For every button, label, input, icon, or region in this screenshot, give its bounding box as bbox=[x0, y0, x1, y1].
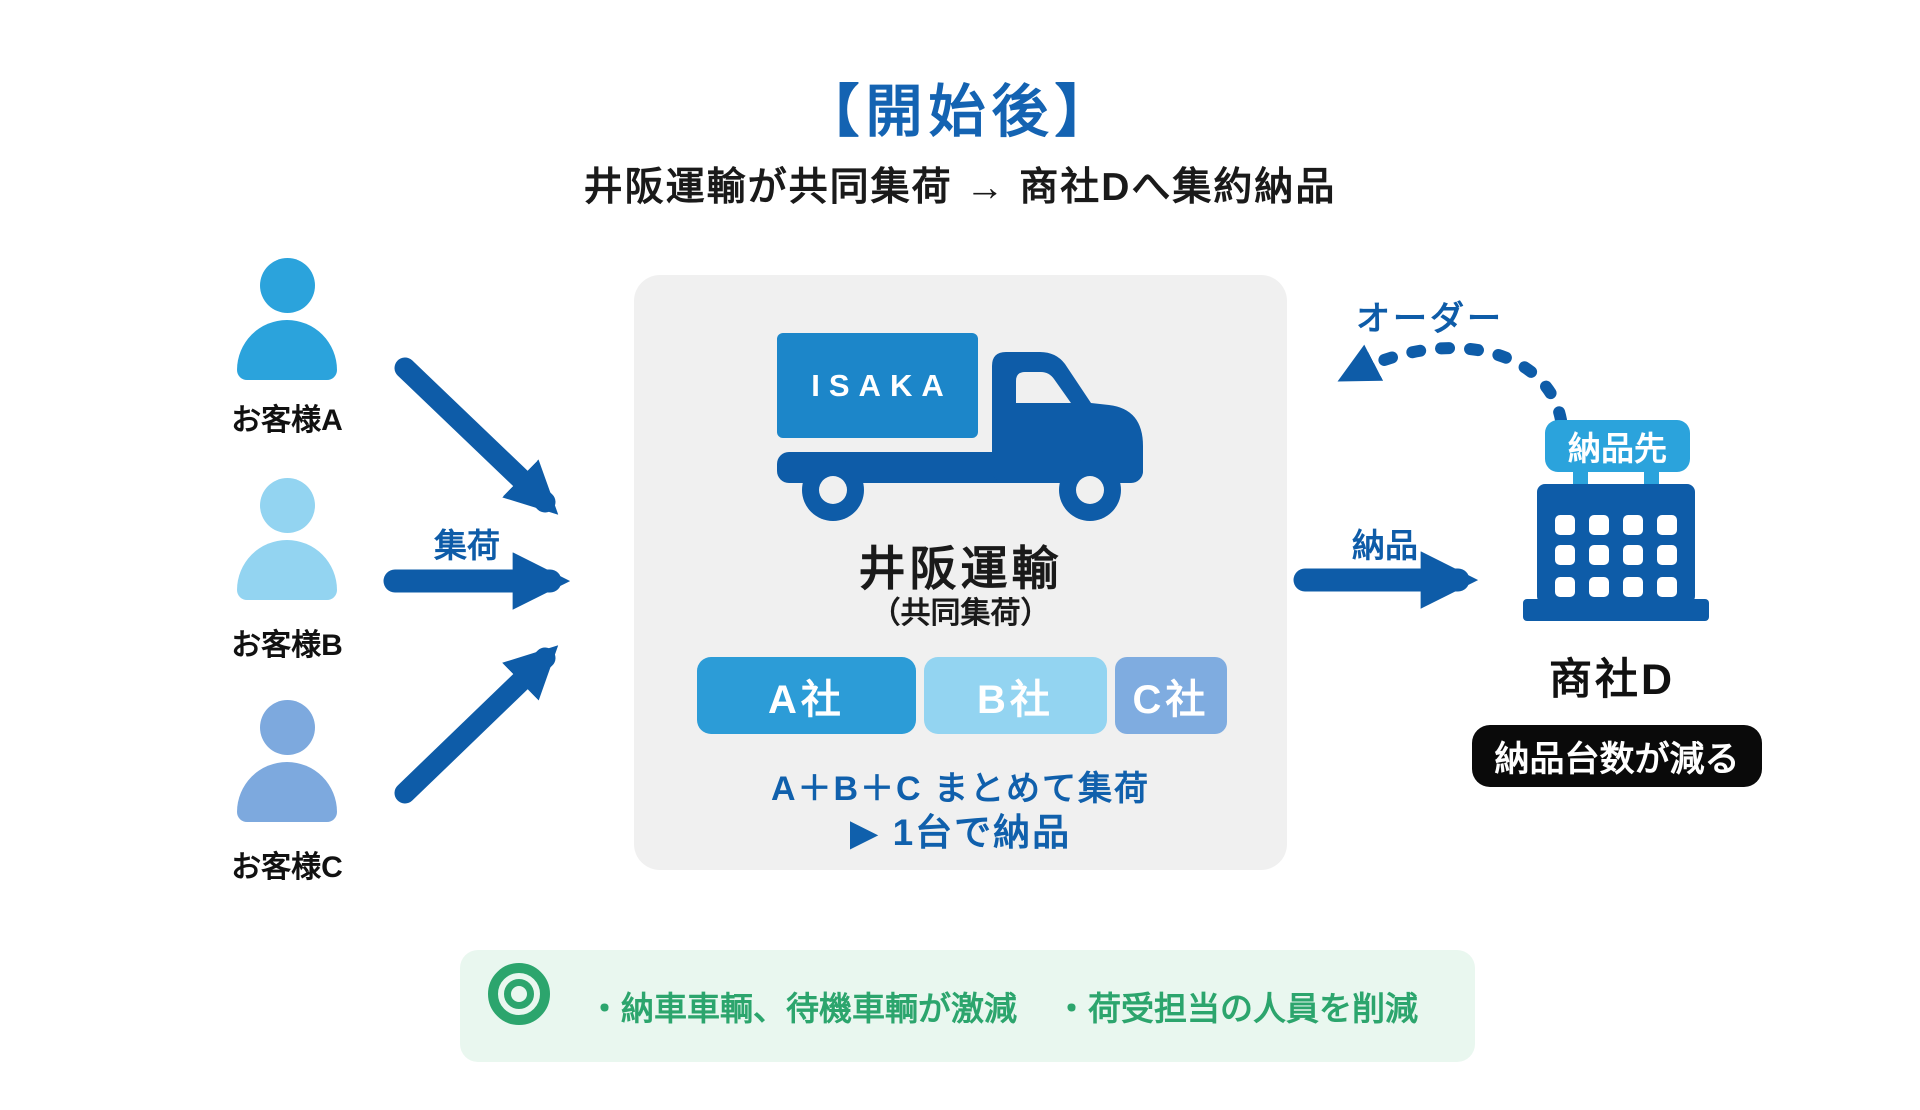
sign-board bbox=[1545, 420, 1690, 472]
hub-name: 井阪運輸 bbox=[858, 542, 1063, 595]
truck-icon bbox=[777, 333, 1143, 521]
benefit-item-1: ・納車車輌、待機車輌が激減 bbox=[588, 990, 1017, 1027]
company-chip-b: B社 bbox=[924, 657, 1107, 734]
benefit-item-2: ・荷受担当の人員を削減 bbox=[1055, 990, 1418, 1027]
customer-c-label: お客様C bbox=[231, 851, 343, 884]
hub-note-line2: ▶ 1台で納品 bbox=[849, 812, 1072, 853]
destination-sign-label: 納品先 bbox=[1568, 430, 1667, 467]
customer-b-label: お客様B bbox=[231, 629, 343, 662]
truck-window bbox=[1016, 372, 1071, 403]
hub-note-line1: A＋B＋C まとめて集荷 bbox=[770, 770, 1151, 808]
arrow-icon-from-c bbox=[394, 645, 559, 804]
person-head bbox=[259, 700, 315, 755]
pickup-arrow-label: 集荷 bbox=[434, 527, 500, 564]
person-icon-customer-b bbox=[237, 478, 337, 600]
person-head bbox=[259, 478, 315, 533]
company-chip-a-label: A社 bbox=[768, 677, 845, 722]
building-base bbox=[1523, 599, 1709, 621]
building-windows bbox=[1555, 515, 1677, 597]
status-badge-label: 納品台数が減る bbox=[1494, 739, 1740, 779]
truck-cargo-box bbox=[777, 333, 978, 438]
double-circle-icon-inner bbox=[504, 979, 534, 1009]
company-chip-c: C社 bbox=[1115, 657, 1227, 734]
benefits-panel bbox=[460, 950, 1475, 1062]
page-title: 【開始後】 bbox=[802, 80, 1118, 144]
double-circle-icon bbox=[488, 963, 550, 1025]
arrow-icon-order-dashed bbox=[1337, 342, 1567, 426]
destination-name: 商社D bbox=[1548, 656, 1676, 704]
company-chip-c-label: C社 bbox=[1132, 677, 1210, 722]
building-icon bbox=[1523, 420, 1709, 621]
hub-subname: （共同集荷） bbox=[870, 597, 1051, 630]
benefits-text: ・納車車輌、待機車輌が激減 ・荷受担当の人員を削減 bbox=[588, 950, 1418, 1062]
person-head bbox=[259, 258, 315, 313]
page-subtitle: 井阪運輸が共同集荷 → 商社Dへ集約納品 bbox=[583, 166, 1337, 209]
company-chip-a: A社 bbox=[697, 657, 916, 734]
order-arrow-label: オーダー bbox=[1356, 300, 1504, 338]
pickup-arrows bbox=[383, 357, 571, 804]
building-body bbox=[1537, 484, 1695, 604]
delivery-arrow-label: 納品 bbox=[1352, 527, 1418, 564]
truck-logo: ISAKA bbox=[811, 367, 953, 403]
customer-a-label: お客様A bbox=[231, 404, 343, 437]
truck-rear-hub bbox=[819, 476, 847, 504]
person-icon-customer-c bbox=[237, 700, 337, 822]
arrow-icon-from-a bbox=[394, 357, 559, 515]
person-icon-customer-a bbox=[237, 258, 337, 380]
company-chip-b-label: B社 bbox=[977, 677, 1054, 722]
truck-front-hub bbox=[1076, 476, 1104, 504]
truck-cab bbox=[992, 352, 1143, 481]
status-badge: 納品台数が減る bbox=[1472, 725, 1762, 787]
